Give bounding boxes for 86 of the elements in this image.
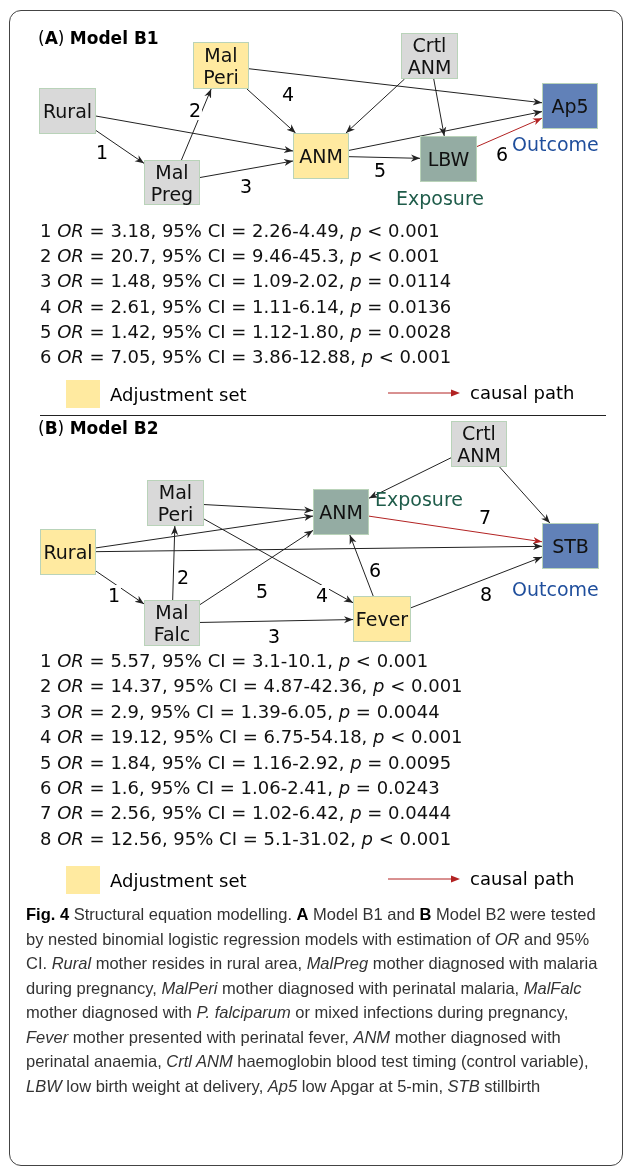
variable-box <box>313 489 369 535</box>
variable-box <box>147 480 204 526</box>
arrow <box>248 68 543 106</box>
node-label: Crtl ANM <box>406 34 453 78</box>
arrow <box>199 616 354 624</box>
statistics-line: 1 OR = 5.57, 95% CI = 3.1-10.1, p < 0.001 <box>40 650 429 671</box>
node-label: Rural <box>42 100 93 122</box>
arrow <box>368 515 543 544</box>
arrow <box>348 154 421 162</box>
variable-box <box>353 596 411 642</box>
node-label: Mal Falc <box>152 601 192 645</box>
arrow <box>203 518 354 604</box>
arrow <box>180 88 212 161</box>
edge-label: 6 <box>367 560 383 580</box>
arrow <box>476 117 543 148</box>
statistics-line: 5 OR = 1.84, 95% CI = 1.16-2.92, p = 0.0095 <box>40 751 452 773</box>
arrow <box>95 130 145 164</box>
arrow <box>199 159 294 178</box>
arrow <box>95 115 294 153</box>
statistics-line: 6 OR = 7.05, 95% CI = 3.86-12.88, p < 0.001 <box>40 346 452 367</box>
node-label: Mal Peri <box>156 481 195 525</box>
role-label: Outcome <box>512 578 599 600</box>
edge-label: 8 <box>478 584 494 604</box>
node-label: STB <box>552 535 589 557</box>
edge-label: 4 <box>314 585 330 605</box>
arrow <box>203 504 314 514</box>
statistics-line: 4 OR = 19.12, 95% CI = 6.75-54.18, p < 0.001 <box>40 726 463 748</box>
statistics-line: 7 OR = 2.56, 95% CI = 1.02-6.42, p = 0.0444 <box>40 802 452 824</box>
statistics-line: 2 OR = 14.37, 95% CI = 4.87-42.36, p < 0.001 <box>40 675 463 697</box>
statistics-line: 8 OR = 12.56, 95% CI = 5.1-31.02, p < 0.001 <box>40 827 452 849</box>
edge-label: 3 <box>238 176 254 196</box>
arrow <box>433 78 447 137</box>
statistics-line: 3 OR = 1.48, 95% CI = 1.09-2.02, p = 0.0114 <box>40 270 452 292</box>
node-label: ANM <box>299 145 343 167</box>
node-label: Ap5 <box>551 95 589 117</box>
edge-label: 5 <box>254 581 270 601</box>
node-label: LBW <box>427 148 470 170</box>
arrow <box>410 556 543 609</box>
arrow <box>95 513 314 549</box>
legend-label: Adjustment set <box>110 869 247 891</box>
arrow <box>499 466 551 524</box>
variable-box <box>193 42 249 89</box>
arrow <box>95 542 543 553</box>
edge-label: 6 <box>494 144 510 164</box>
role-label: Exposure <box>396 187 484 209</box>
role-label: Exposure <box>375 488 463 510</box>
variable-box <box>542 523 599 569</box>
node-label: Fever <box>355 608 409 630</box>
edge-label: 5 <box>372 160 388 180</box>
arrow <box>348 109 543 151</box>
panel-heading: (A) Model B1 <box>38 28 159 48</box>
arrow <box>368 457 452 499</box>
edge-label: 2 <box>187 100 203 120</box>
edge-label: 2 <box>175 567 191 587</box>
variable-box <box>40 529 96 575</box>
edge-label: 4 <box>280 84 296 104</box>
statistics-line: 2 OR = 20.7, 95% CI = 9.46-45.3, p < 0.001 <box>40 245 440 267</box>
statistics-line: 5 OR = 1.42, 95% CI = 1.12-1.80, p = 0.0028 <box>40 320 452 342</box>
legend-label: Adjustment set <box>110 383 247 405</box>
node-label: Mal Peri <box>202 43 240 88</box>
node-label: Rural <box>43 541 93 563</box>
variable-box <box>39 88 96 134</box>
role-label: Outcome <box>512 133 599 155</box>
node-label: Crtl ANM <box>456 422 502 466</box>
legend-label: causal path <box>470 382 575 403</box>
arrow <box>246 88 297 134</box>
arrow <box>349 534 374 597</box>
statistics-line: 6 OR = 1.6, 95% CI = 1.06-2.41, p = 0.0243 <box>40 777 440 798</box>
legend-label: causal path <box>470 868 575 889</box>
edge-label: 7 <box>477 507 493 527</box>
variable-box <box>144 600 200 646</box>
node-label: Mal Preg <box>149 160 195 205</box>
arrow <box>199 529 314 606</box>
arrow <box>345 78 406 134</box>
statistics-line: 3 OR = 2.9, 95% CI = 1.39-6.05, p = 0.0044 <box>40 700 440 722</box>
node-label: ANM <box>319 501 363 523</box>
edge-label: 3 <box>266 626 282 646</box>
panel-heading: (B) Model B2 <box>38 418 159 438</box>
variable-box <box>293 133 349 179</box>
arrow <box>170 525 179 601</box>
figure-caption: Fig. 4 Structural equation modelling. A Model B1 and B Model B2 were tested by nested binomial logistic regression models with estimation of OR and 95% CI. Rural mother resides in rural area, MalPreg mother diagnosed with malaria during pregnancy, MalPeri mother diagnosed with perinatal malaria, MalFalc mother diagnosed with P. falciparum or mixed infections during pregnancy, Fever mother presented with perinatal fever, ANM mother diagnosed with perinatal anaemia, Crtl ANM haemoglobin blood test timing (control variable), LBW low birth weight at delivery, Ap5 low Apgar at 5-min, STB stillbirth <box>26 904 599 1097</box>
statistics-line: 1 OR = 3.18, 95% CI = 2.26-4.49, p < 0.001 <box>40 220 440 241</box>
statistics-line: 4 OR = 2.61, 95% CI = 1.11-6.14, p = 0.0136 <box>40 295 452 317</box>
variable-box <box>542 83 598 129</box>
arrow <box>95 570 145 605</box>
variable-box <box>420 136 477 182</box>
